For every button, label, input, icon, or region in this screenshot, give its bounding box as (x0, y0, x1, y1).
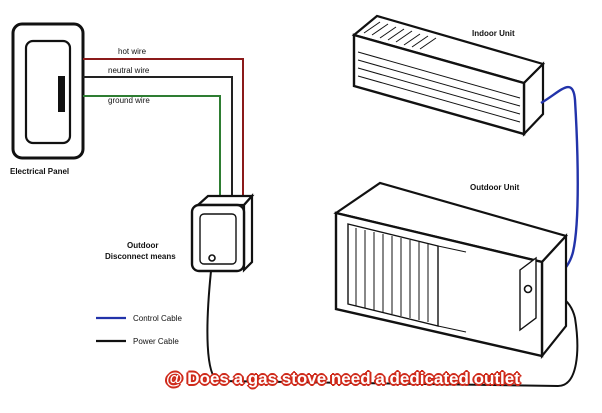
ground-wire (83, 95, 221, 203)
hot-wire (83, 58, 244, 201)
electrical-panel (11, 22, 85, 160)
outdoor-unit-label: Outdoor Unit (470, 183, 520, 192)
disconnect-label-line2: Disconnect means (105, 252, 176, 261)
caption: @ Does a gas stove need a dedicated outl… (166, 369, 520, 388)
neutral-wire-label: neutral wire (108, 66, 150, 75)
indoor-unit-label: Indoor Unit (472, 29, 515, 38)
indoor-unit (351, 14, 546, 137)
outdoor-disconnect-box (190, 193, 255, 273)
neutral-wire (83, 76, 233, 201)
outdoor-unit (333, 181, 569, 360)
hot-wire-label: hot wire (118, 47, 147, 56)
disconnect-label-line1: Outdoor (127, 241, 159, 250)
legend: Control Cable Power Cable (96, 314, 182, 346)
ground-wire-label: ground wire (108, 96, 150, 105)
power-cable-legend-label: Power Cable (133, 337, 179, 346)
electrical-panel-label: Electrical Panel (10, 167, 69, 176)
control-cable-legend-label: Control Cable (133, 314, 182, 323)
